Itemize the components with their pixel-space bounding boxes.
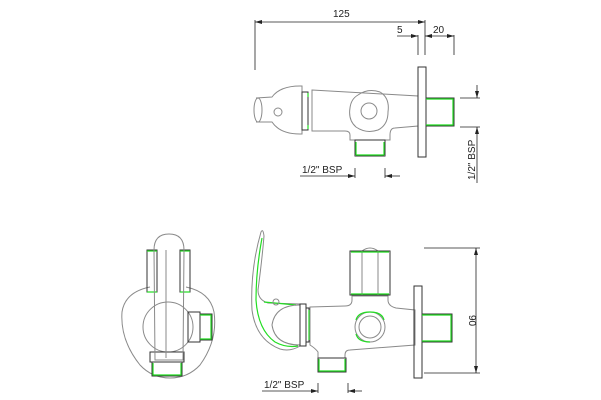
outlet-thread-label-side: 1/2" BSP [264, 380, 305, 391]
dimension-20: 20 [425, 25, 455, 55]
dimension-label-5: 5 [397, 25, 403, 36]
dimension-label-125: 125 [333, 9, 350, 20]
outlet-thread-label-top: 1/2" BSP [302, 165, 343, 176]
side-view: 90 1/2" BSP [251, 230, 480, 393]
dimension-side-outlet-thread: 1/2" BSP [262, 380, 362, 393]
dimension-125: 125 [254, 9, 426, 70]
end-view [121, 233, 216, 379]
top-view: 125 5 20 [253, 9, 480, 183]
tail-thread-label: 1/2" BSP [467, 139, 478, 180]
dimension-5: 5 [397, 25, 419, 55]
dimension-label-90: 90 [466, 315, 477, 327]
top-valve-body [311, 89, 419, 157]
dimension-outlet-thread: 1/2" BSP [300, 165, 400, 178]
dimension-tail-thread: 1/2" BSP [460, 85, 480, 183]
top-tail [425, 97, 455, 127]
dimension-90: 90 [424, 247, 480, 374]
top-flange [417, 66, 427, 158]
top-handle-cap [253, 85, 309, 135]
dimension-label-20: 20 [433, 25, 445, 36]
